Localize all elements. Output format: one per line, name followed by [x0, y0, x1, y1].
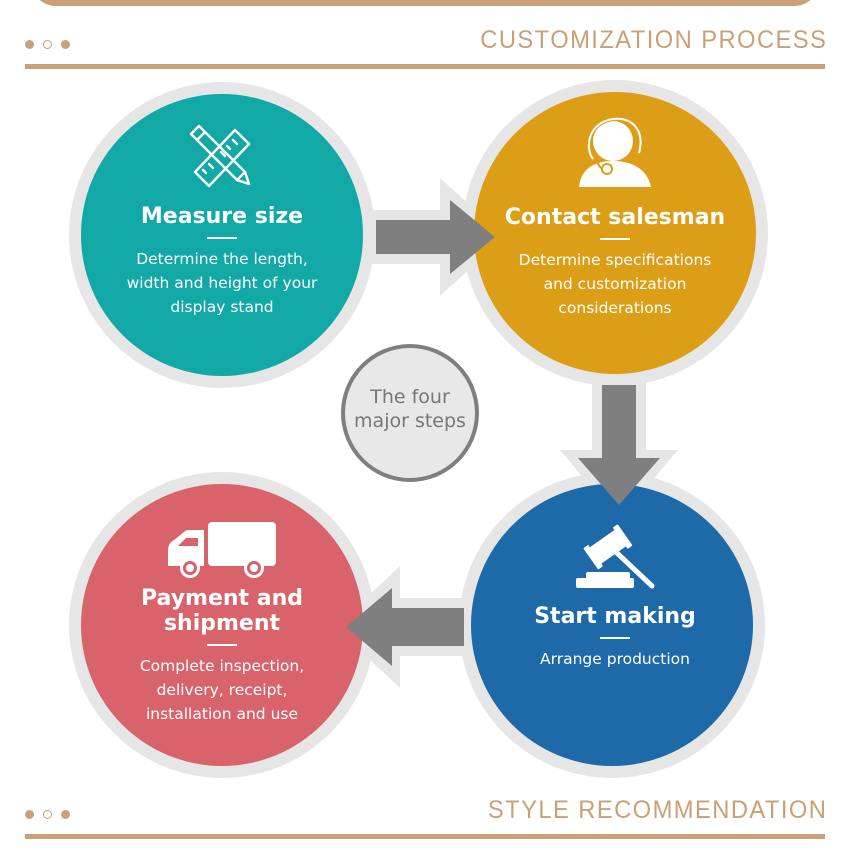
section-title: CUSTOMIZATION PROCESS	[479, 26, 827, 54]
disc-step-2	[474, 92, 756, 374]
header-dots	[25, 40, 70, 49]
dot-hollow	[43, 810, 52, 819]
step-title: Measure size	[140, 204, 304, 229]
pencil-ruler-icon	[189, 124, 251, 188]
disc-step-4	[81, 484, 363, 766]
header-customization-process: CUSTOMIZATION PROCESS	[25, 26, 827, 69]
dot-filled	[25, 40, 34, 49]
step-payment-shipment: Payment and shipment Complete inspection…	[82, 520, 362, 726]
step-title: Start making	[534, 604, 696, 629]
section-divider	[25, 64, 825, 69]
title-line: Payment and	[141, 586, 303, 611]
section-title: STYLE RECOMMENDATION	[487, 796, 827, 824]
arrow-step3-to-step4	[346, 588, 464, 666]
arrow-step2-to-step3	[578, 385, 660, 505]
step-contact-salesman: Contact salesman Determine specification…	[475, 113, 755, 320]
gavel-icon	[576, 524, 655, 589]
desc-line: display stand	[170, 298, 274, 316]
desc-line: width and height of your	[126, 274, 318, 292]
header-dots	[25, 810, 70, 819]
desc-line: Arrange production	[540, 650, 690, 668]
title-underline	[207, 644, 237, 646]
desc-line: delivery, receipt,	[156, 681, 288, 699]
step-measure-size: Measure size Determine the length, width…	[82, 122, 362, 319]
section-divider	[25, 834, 825, 839]
step-description: Complete inspection, delivery, receipt, …	[82, 654, 362, 726]
desc-line: installation and use	[145, 705, 299, 723]
dot-hollow	[43, 40, 52, 49]
center-label-line: The four	[370, 386, 450, 408]
desc-line: Determine the length,	[136, 250, 308, 268]
center-label-line: major steps	[354, 410, 466, 432]
headset-user-icon	[579, 116, 651, 187]
title-line: shipment	[163, 611, 281, 636]
title-underline	[600, 637, 630, 639]
top-banner-band	[30, 0, 820, 6]
arrow-step1-to-step2	[376, 200, 495, 274]
dot-filled	[25, 810, 34, 819]
center-disc	[345, 348, 475, 478]
disc-step-3	[471, 484, 753, 766]
title-underline	[600, 238, 630, 240]
title-underline	[207, 237, 237, 239]
step-title: Payment and shipment	[82, 586, 362, 636]
disc-step-1	[81, 94, 363, 376]
dot-filled	[61, 810, 70, 819]
center-label: The four major steps	[340, 385, 480, 433]
step-description: Arrange production	[475, 647, 755, 671]
desc-line: Complete inspection,	[139, 657, 305, 675]
truck-icon	[168, 522, 276, 578]
step-description: Determine specifications and customizati…	[475, 248, 755, 320]
dot-filled	[61, 40, 70, 49]
header-style-recommendation: STYLE RECOMMENDATION	[25, 796, 827, 839]
desc-line: considerations	[558, 299, 672, 317]
step-start-making: Start making Arrange production	[475, 520, 755, 671]
desc-line: and customization	[543, 275, 687, 293]
desc-line: Determine specifications	[518, 251, 712, 269]
step-description: Determine the length, width and height o…	[82, 247, 362, 319]
step-title: Contact salesman	[504, 205, 726, 230]
